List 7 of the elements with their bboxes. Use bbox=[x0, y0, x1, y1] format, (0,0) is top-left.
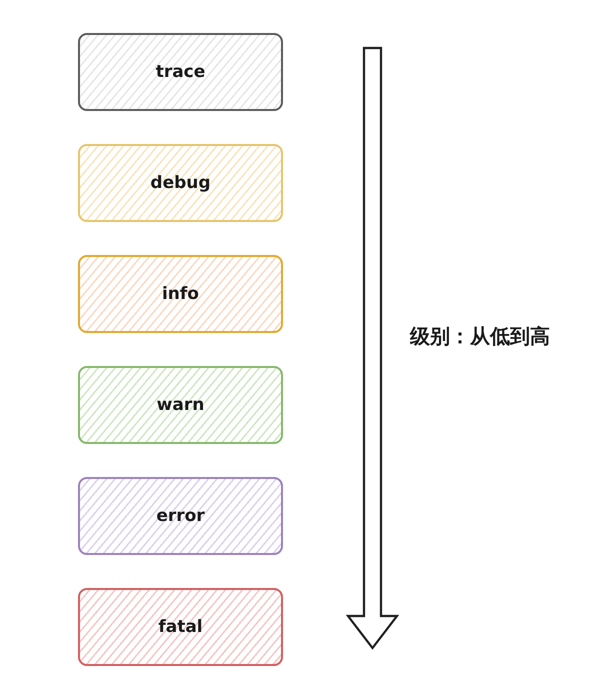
level-box: warn bbox=[78, 366, 283, 444]
level-box: trace bbox=[78, 33, 283, 111]
level-box: error bbox=[78, 477, 283, 555]
level-box: debug bbox=[78, 144, 283, 222]
level-box: info bbox=[78, 255, 283, 333]
axis-caption: 级别：从低到高 bbox=[410, 323, 550, 350]
level-box: fatal bbox=[78, 588, 283, 666]
